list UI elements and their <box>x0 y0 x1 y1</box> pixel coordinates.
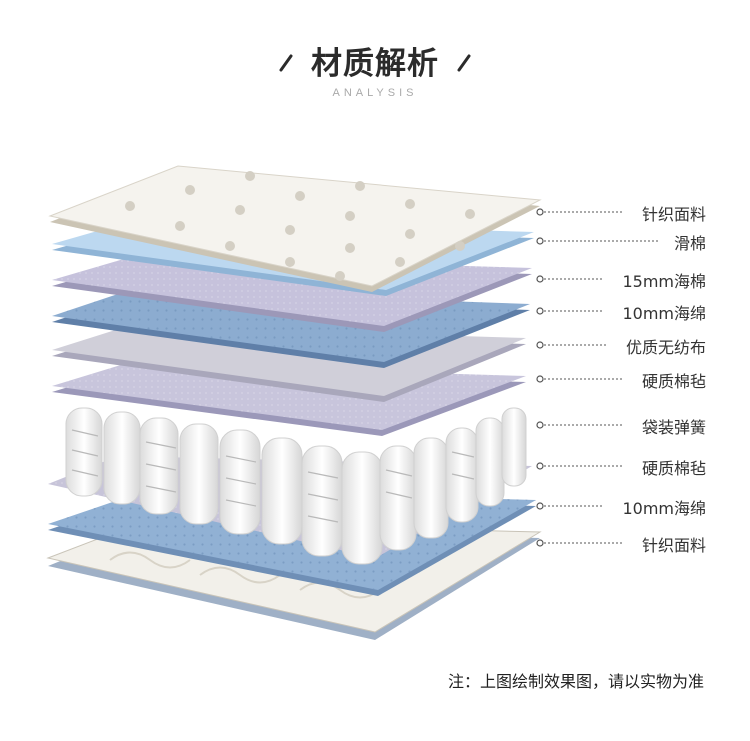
page-title: 材质解析 <box>311 46 439 82</box>
leader-lines <box>540 211 660 544</box>
layer-label-foam-15mm: 15mm海棉 <box>622 272 706 291</box>
layer-label-pocket-spring: 袋装弹簧 <box>641 418 706 437</box>
layer-label-felt: 硬质棉毡 <box>641 372 706 391</box>
pocket-spring-layer <box>65 407 527 565</box>
layer-label-top-fabric: 针织面料 <box>641 205 706 224</box>
leader-dots <box>536 208 544 547</box>
layer-label-nonwoven: 优质无纺布 <box>625 338 706 357</box>
slash-right-icon <box>457 54 471 71</box>
title-row: 材质解析 <box>0 38 750 83</box>
layer-label-bottom-fabric: 针织面料 <box>641 536 706 555</box>
slash-left-icon <box>279 54 293 71</box>
layer-label-bottom-felt: 硬质棉毡 <box>641 459 706 478</box>
layer-label-slide-cotton: 滑棉 <box>673 234 706 253</box>
section-header: 材质解析 ANALYSIS <box>0 38 750 99</box>
page-subtitle: ANALYSIS <box>332 87 418 99</box>
layer-label-foam-10mm: 10mm海绵 <box>622 304 706 323</box>
layer-label-bottom-foam: 10mm海绵 <box>622 499 706 518</box>
disclaimer-note: 注：上图绘制效果图，请以实物为准 <box>447 672 704 691</box>
layer-top-fabric <box>48 165 542 292</box>
